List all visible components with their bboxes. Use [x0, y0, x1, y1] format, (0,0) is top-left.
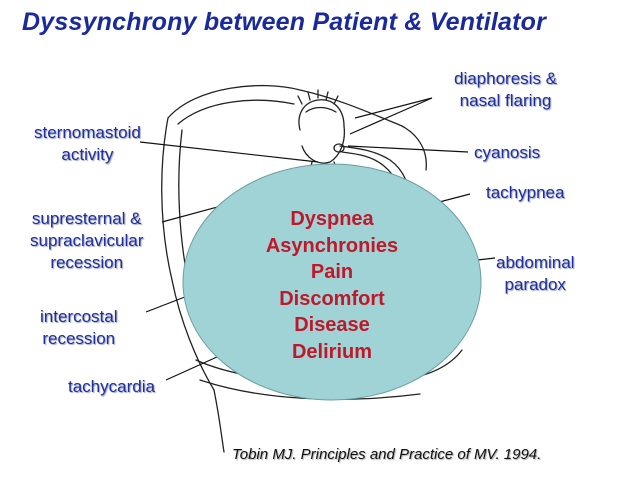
- oval-item-delirium: Delirium: [291, 340, 373, 363]
- diagram-title: Dyssynchrony between Patient & Ventilato…: [22, 8, 547, 36]
- oval-item-disease: Disease: [294, 314, 370, 336]
- oval-item-dyspnea: Dyspnea: [290, 208, 374, 230]
- citation: Tobin MJ. Principles and Practice of MV.…: [232, 446, 542, 463]
- label-diaphoresis: diaphoresis & nasal flaring: [454, 68, 557, 112]
- label-sternomastoid: sternomastoid activity: [34, 122, 141, 166]
- pointer-cyanosis: [347, 145, 469, 153]
- label-tachycardia-line-1: tachycardia: [68, 377, 155, 396]
- label-diaphoresis-line-1: diaphoresis &: [454, 69, 558, 88]
- label-sternomastoid-line-2: activity: [61, 145, 114, 164]
- label-tachypnea-line-1: tachypnea: [486, 183, 565, 202]
- label-sternomastoid-line-1: sternomastoid: [34, 123, 141, 142]
- pointer-sternomastoid: [139, 141, 319, 163]
- label-suprasternal: supresternal & supraclavicular recession: [30, 208, 143, 274]
- label-tachycardia: tachycardia: [68, 376, 155, 398]
- label-suprasternal-line-2: supraclavicular: [30, 231, 144, 250]
- oval-items: Dyspnea Asynchronies Pain Discomfort Dis…: [232, 206, 432, 365]
- oval-item-discomfort: Discomfort: [279, 287, 385, 310]
- label-abdominal-line-2: paradox: [504, 275, 566, 294]
- symptom-oval: [182, 163, 482, 401]
- label-intercostal-line-2: recession: [42, 329, 116, 348]
- label-abdominal-line-1: abdominal: [496, 253, 575, 272]
- label-cyanosis: cyanosis: [474, 142, 540, 164]
- label-suprasternal-line-1: supresternal &: [31, 209, 142, 228]
- label-cyanosis-line-1: cyanosis: [474, 143, 541, 162]
- label-diaphoresis-line-2: nasal flaring: [459, 91, 552, 110]
- label-intercostal: intercostal recession: [40, 306, 117, 350]
- oval-item-pain: Pain: [310, 261, 354, 283]
- oval-item-asynchronies: Asynchronies: [265, 234, 399, 257]
- label-tachypnea: tachypnea: [486, 182, 564, 204]
- label-abdominal: abdominal paradox: [496, 252, 574, 296]
- pointer-diaphoresis-forehead: [354, 97, 433, 119]
- label-intercostal-line-1: intercostal: [40, 307, 118, 326]
- pointer-diaphoresis-nose: [349, 97, 433, 135]
- label-suprasternal-line-3: recession: [50, 253, 124, 272]
